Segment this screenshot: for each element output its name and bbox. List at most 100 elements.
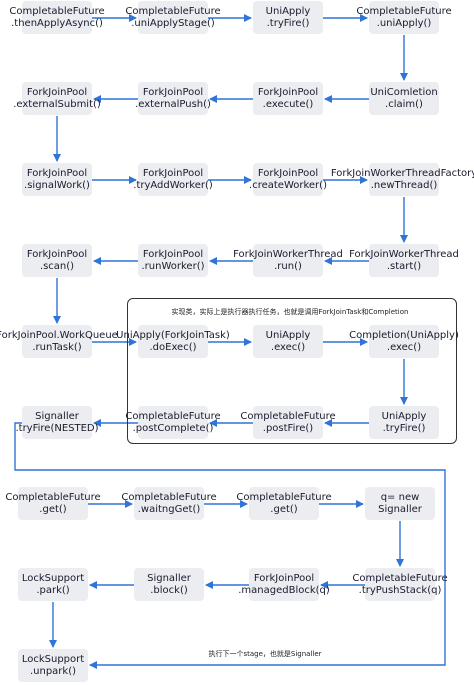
edge-layer (14, 14, 446, 669)
node-label: .doExec() (149, 341, 197, 353)
node-label: .get() (270, 503, 298, 515)
node-uniapply-doexec: UniApply(ForkJoinTask) .doExec() (116, 325, 230, 358)
node-label: CompletableFuture (352, 572, 448, 584)
node-label: ForkJoinPool (142, 248, 204, 260)
node-label: ForkJoinPool (26, 167, 88, 179)
node-label: .waitngGet() (137, 503, 201, 515)
node-label: .runTask() (32, 341, 82, 353)
node-label: CompletableFuture (356, 5, 452, 17)
node-label: .uniApplyStage() (131, 17, 215, 29)
node-label: CompletableFuture (9, 5, 105, 17)
node-label: .execute() (262, 98, 314, 110)
node-locksupport-unpark: LockSupport .unpark() (18, 649, 88, 682)
node-new-signaller: q= new Signaller (365, 487, 435, 520)
node-forkjoinpool-scan: ForkJoinPool .scan() (22, 244, 92, 277)
node-label: .uniApply() (376, 17, 432, 29)
node-forkjoinpool-externalpush: ForkJoinPool .externalPush() (135, 82, 211, 115)
node-label: Signaller (35, 410, 79, 422)
node-label: ForkJoinPool (257, 86, 319, 98)
node-label: .park() (36, 584, 70, 596)
node-label: ForkJoinWorkerThread (233, 248, 343, 260)
node-label: .block() (150, 584, 188, 596)
node-label: .signalWork() (24, 179, 90, 191)
node-label: LockSupport (21, 572, 85, 584)
node-label: .newThread() (370, 179, 438, 191)
node-forkjoinpool-tryaddworker: ForkJoinPool .tryAddWorker() (133, 163, 213, 196)
node-label: .start() (386, 260, 422, 272)
node-unicompletion-claim: UniComletion .claim() (369, 82, 439, 115)
node-forkjoinworkerthread-run: ForkJoinWorkerThread .run() (233, 244, 343, 277)
node-label: ForkJoinPool (26, 248, 88, 260)
node-forkjoinpool-runworker: ForkJoinPool .runWorker() (138, 244, 208, 277)
node-signaller-block: Signaller .block() (134, 568, 204, 601)
node-locksupport-park: LockSupport .park() (18, 568, 88, 601)
node-label: CompletableFuture (125, 5, 221, 17)
node-label: ForkJoinWorkerThread (349, 248, 459, 260)
node-completablefuture-postcomplete: CompletableFuture .postComplete() (125, 406, 221, 439)
node-forkjoinworkerthread-start: ForkJoinWorkerThread .start() (349, 244, 459, 277)
node-label: CompletableFuture (121, 491, 217, 503)
node-label: ForkJoinWorkerThreadFactory (330, 167, 474, 179)
node-label: .unpark() (29, 665, 77, 677)
node-label: CompletableFuture (125, 410, 221, 422)
node-label: CompletableFuture (236, 491, 332, 503)
completion-exec-group (127, 298, 457, 444)
node-label: UniApply (265, 5, 311, 17)
node-label: UniApply(ForkJoinTask) (116, 329, 230, 341)
node-label: .tryAddWorker() (133, 179, 213, 191)
node-label: .postFire() (262, 422, 314, 434)
node-label: .exec() (270, 341, 306, 353)
node-label: .managedBlock(q) (238, 584, 330, 596)
node-forkjoinpool-execute: ForkJoinPool .execute() (253, 82, 323, 115)
node-uniapply-tryfire: UniApply .tryFire() (253, 1, 323, 34)
node-label: q= new (380, 491, 420, 503)
node-label: UniApply (381, 410, 427, 422)
node-forkjoinpool-signalwork: ForkJoinPool .signalWork() (22, 163, 92, 196)
node-completablefuture-get-2: CompletableFuture .get() (236, 487, 332, 520)
node-label: .createWorker() (249, 179, 327, 191)
node-label: .tryFire() (382, 422, 426, 434)
node-completablefuture-postfire: CompletableFuture .postFire() (240, 406, 336, 439)
node-label: LockSupport (21, 653, 85, 665)
node-label: ForkJoinPool (142, 86, 204, 98)
node-label: .runWorker() (141, 260, 205, 272)
node-label: ForkJoinPool (142, 167, 204, 179)
node-label: .get() (39, 503, 67, 515)
node-label: .externalPush() (135, 98, 211, 110)
node-label: .run() (274, 260, 302, 272)
node-label: .thenApplyAsync() (11, 17, 103, 29)
node-label: CompletableFuture (5, 491, 101, 503)
node-forkjoinpool-createworker: ForkJoinPool .createWorker() (249, 163, 327, 196)
node-label: Completion(UniApply) (349, 329, 459, 341)
node-label: .externalSubmit() (13, 98, 101, 110)
node-forkjoinpool-externalsubmit: ForkJoinPool .externalSubmit() (13, 82, 101, 115)
node-signaller-tryfire-nested: Signaller .tryFire(NESTED) (15, 406, 99, 439)
node-label: .claim() (385, 98, 423, 110)
node-completablefuture-trypushstack: CompletableFuture .tryPushStack(q) (352, 568, 448, 601)
node-label: ForkJoinPool (257, 167, 319, 179)
node-label: Signaller (147, 572, 191, 584)
node-completion-exec: Completion(UniApply) .exec() (349, 325, 459, 358)
node-completablefuture-uniapplystage: CompletableFuture .uniApplyStage() (125, 1, 221, 34)
node-label: .tryFire() (266, 17, 310, 29)
bottom-note: 执行下一个stage，也就是Signaller (208, 650, 322, 658)
node-label: .exec() (386, 341, 422, 353)
node-uniapply-exec: UniApply .exec() (253, 325, 323, 358)
node-label: ForkJoinPool (253, 572, 315, 584)
node-forkjoinpool-managedblock: ForkJoinPool .managedBlock(q) (238, 568, 330, 601)
node-forkjoinworkerthreadfactory-newthread: ForkJoinWorkerThreadFactory .newThread() (331, 163, 474, 196)
node-uniapply-tryfire-2: UniApply .tryFire() (369, 406, 439, 439)
node-label: CompletableFuture (240, 410, 336, 422)
node-label: .scan() (39, 260, 75, 272)
group-note: 实现类，实际上是执行器执行任务，也就是调用ForkJoinTask和Comple… (171, 308, 409, 316)
node-completablefuture-thenapplyasync: CompletableFuture .thenApplyAsync() (9, 1, 105, 34)
node-label: .tryFire(NESTED) (15, 422, 99, 434)
node-completablefuture-uniapply: CompletableFuture .uniApply() (356, 1, 452, 34)
node-workqueue-runtask: ForkJoinPool.WorkQueue .runTask() (0, 325, 118, 358)
flow-arrow (14, 422, 446, 669)
node-label: UniApply (265, 329, 311, 341)
node-completablefuture-get: CompletableFuture .get() (5, 487, 101, 520)
node-label: ForkJoinPool.WorkQueue (0, 329, 118, 341)
node-label: UniComletion (370, 86, 438, 98)
node-label: .postComplete() (132, 422, 214, 434)
